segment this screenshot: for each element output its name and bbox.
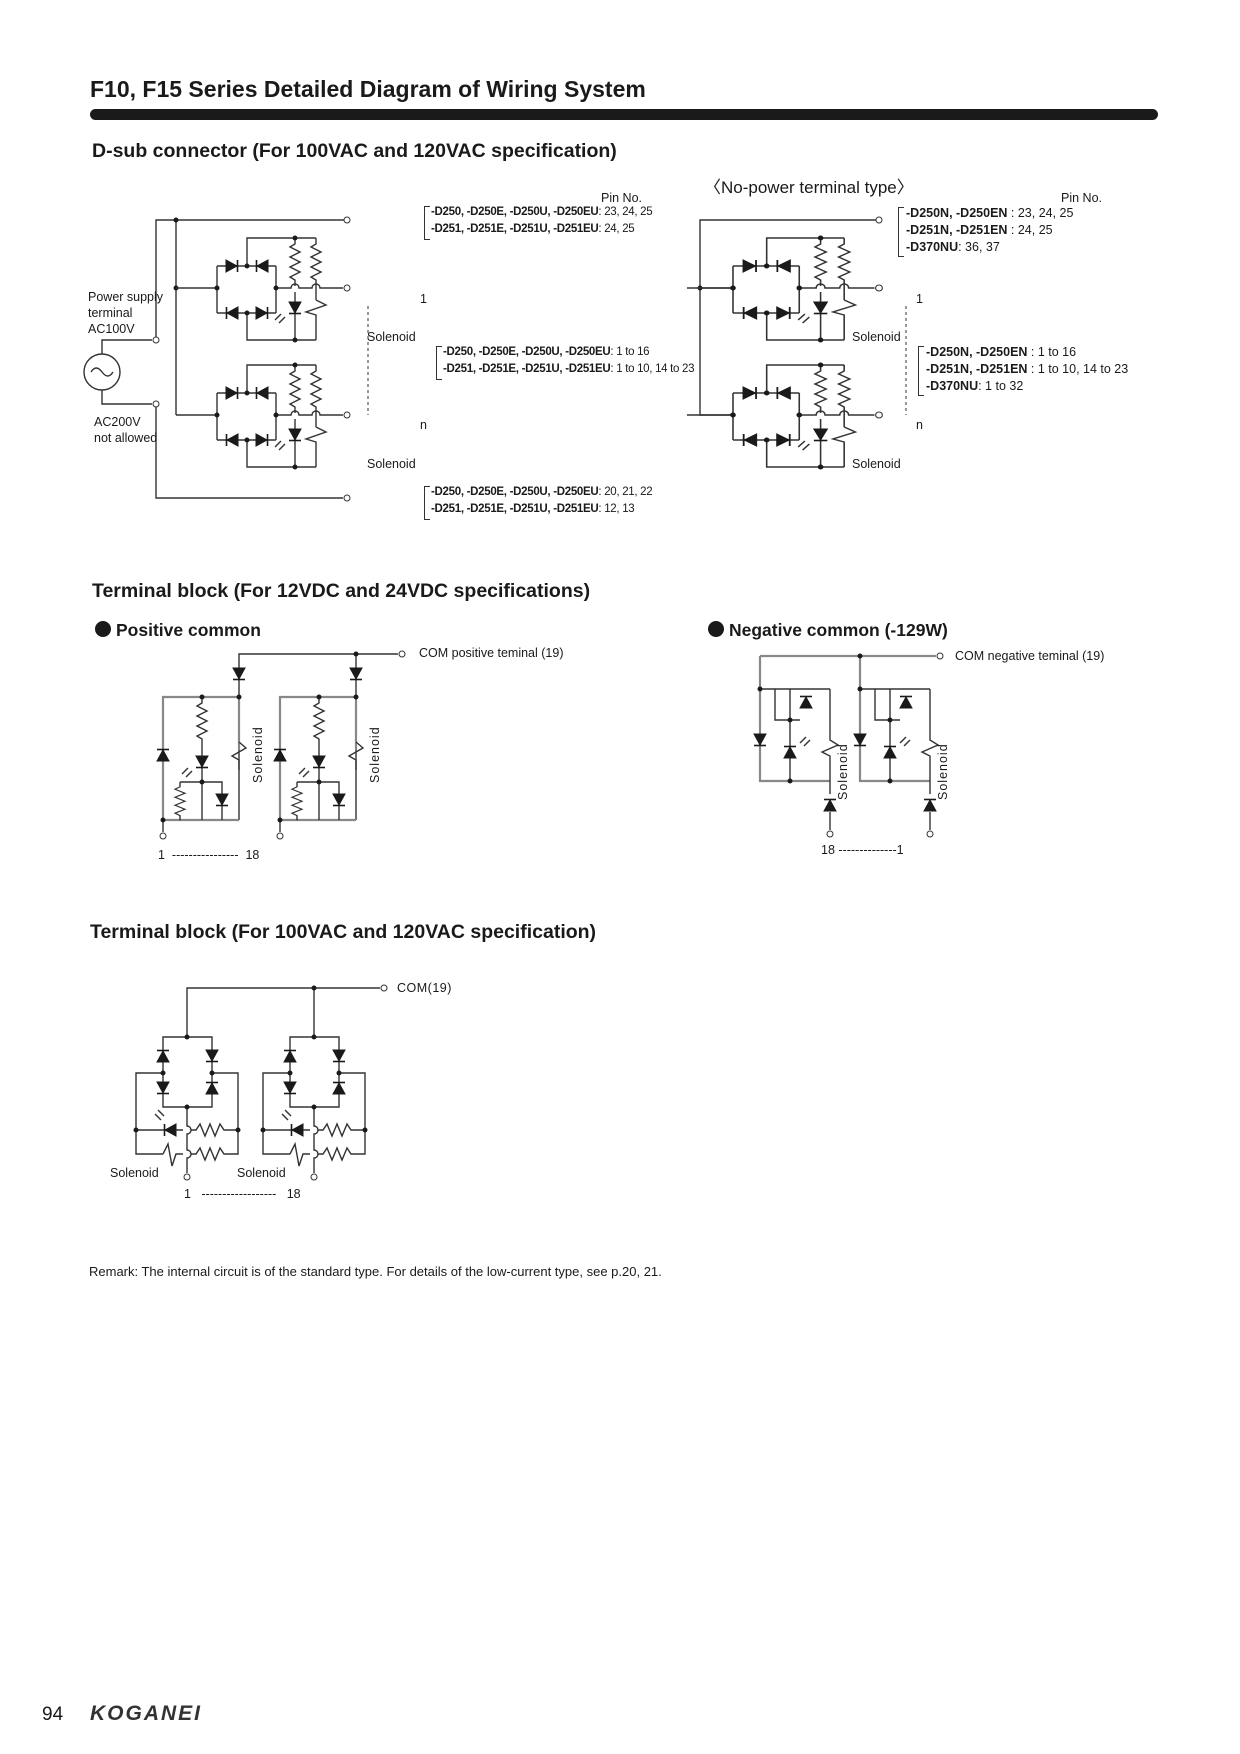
solenoid-label: Solenoid — [367, 330, 416, 344]
label-line: AC200V — [94, 415, 141, 429]
model-list: -D250, -D250E, -D250U, -D250EU — [431, 206, 599, 218]
range-dots: ------------------ — [201, 1187, 277, 1201]
pin-last: n — [916, 418, 923, 432]
range-dots: -------------- — [838, 843, 897, 857]
top-pins: -D250, -D250E, -D250U, -D250EU: 23, 24, … — [431, 204, 653, 238]
pin-list: : 23, 24, 25 — [1007, 206, 1074, 220]
label-line: not allowed — [94, 431, 158, 445]
solenoid-label: Solenoid — [936, 743, 950, 800]
solenoid-label: Solenoid — [852, 330, 901, 344]
range-start: 18 — [821, 843, 835, 857]
model-list: -D370NU — [906, 240, 959, 254]
positive-common-heading: Positive common — [95, 620, 261, 641]
pin-list: : 36, 37 — [958, 240, 1000, 254]
range-end: 1 — [896, 843, 904, 857]
pin-no-header: Pin No. — [1061, 191, 1102, 205]
no-power-mid-pins: -D250N, -D250EN : 1 to 16 -D251N, -D251E… — [926, 344, 1128, 395]
no-power-top-pins: -D250N, -D250EN : 23, 24, 25 -D251N, -D2… — [906, 205, 1073, 256]
ac200v-warning: AC200V not allowed — [94, 414, 157, 446]
solenoid-label: Solenoid — [251, 726, 265, 783]
remark: Remark: The internal circuit is of the s… — [89, 1264, 662, 1279]
bracket — [918, 346, 924, 396]
ac-block-heading: Terminal block (For 100VAC and 120VAC sp… — [90, 921, 597, 943]
model-list: -D251, -D251E, -D251U, -D251EU — [431, 503, 599, 515]
com-negative-label: COM negative teminal (19) — [955, 649, 1105, 663]
dsub-no-power-circuit — [687, 216, 907, 469]
koganei-logo: KOGANEI — [90, 1702, 203, 1725]
solenoid-label: Solenoid — [368, 726, 382, 783]
model-list: -D250, -D250E, -D250U, -D250EU — [431, 486, 599, 498]
terminal-range: 18 --------------1 — [821, 843, 904, 857]
pin-no-header: Pin No. — [601, 191, 642, 205]
model-list: -D251, -D251E, -D251U, -D251EU — [431, 223, 599, 235]
range-end: 18 — [245, 848, 260, 862]
dsub-circuit — [83, 216, 369, 502]
bracket — [424, 486, 430, 520]
pin-list: : 20, 21, 22 — [598, 486, 653, 498]
pin-list: : 1 to 16 — [610, 346, 650, 358]
terminal-range: 1 ---------------- 18 — [158, 848, 259, 862]
pin-list: : 1 to 16 — [1027, 345, 1077, 359]
page-number: 94 — [42, 1704, 64, 1725]
bottom-pins: -D250, -D250E, -D250U, -D250EU: 20, 21, … — [431, 484, 653, 518]
solenoid-unit — [176, 363, 350, 469]
title-divider — [90, 109, 1158, 120]
pin-list: : 24, 25 — [598, 223, 635, 235]
model-list: -D251N, -D251EN — [926, 362, 1028, 376]
model-list: -D250, -D250E, -D250U, -D250EU — [443, 346, 611, 358]
dc-block-heading: Terminal block (For 12VDC and 24VDC spec… — [92, 580, 591, 602]
pin-list: : 1 to 10, 14 to 23 — [1027, 362, 1129, 376]
model-list: -D250N, -D250EN — [906, 206, 1008, 220]
solenoid-unit — [176, 236, 350, 342]
bracket — [898, 207, 904, 257]
com-label: COM(19) — [397, 981, 452, 995]
terminal-range: 1 ------------------ 18 — [184, 1187, 301, 1201]
page-title: F10, F15 Series Detailed Diagram of Wiri… — [90, 76, 646, 102]
solenoid-label: Solenoid — [367, 457, 416, 471]
label-line: AC100V — [88, 322, 135, 336]
no-power-heading: 〈No-power terminal type〉 — [704, 178, 914, 197]
pin-list: : 12, 13 — [598, 503, 635, 515]
pin-list: : 1 to 10, 14 to 23 — [610, 363, 695, 375]
dsub-heading: D-sub connector (For 100VAC and 120VAC s… — [92, 140, 617, 162]
pin-list: : 24, 25 — [1007, 223, 1053, 237]
solenoid-label: Solenoid — [852, 457, 901, 471]
negative-common-heading: Negative common (-129W) — [708, 620, 948, 641]
com-positive-label: COM positive teminal (19) — [419, 646, 564, 660]
range-start: 1 — [184, 1187, 191, 1201]
solenoid-label: Solenoid — [836, 743, 850, 800]
range-dots: ---------------- — [171, 848, 239, 862]
bracket — [424, 206, 430, 240]
solenoid-unit — [687, 363, 882, 469]
solenoid-label: Solenoid — [237, 1166, 286, 1180]
pin-list: : 23, 24, 25 — [598, 206, 653, 218]
bullet-icon — [708, 621, 724, 637]
ac-terminal-circuit — [133, 984, 388, 1180]
model-list: -D250N, -D250EN — [926, 345, 1028, 359]
pin-first: 1 — [916, 292, 923, 306]
range-start: 1 — [158, 848, 165, 862]
solenoid-unit — [687, 236, 882, 342]
solenoid-label: Solenoid — [110, 1166, 159, 1180]
pin-first: 1 — [420, 292, 427, 306]
heading-text: Negative common (-129W) — [729, 620, 948, 640]
power-supply-label: Power supply terminal AC100V — [88, 289, 163, 337]
model-list: -D251N, -D251EN — [906, 223, 1008, 237]
bracket — [436, 346, 442, 380]
mid-pins: -D250, -D250E, -D250U, -D250EU: 1 to 16 … — [443, 344, 695, 378]
negative-common-circuit — [753, 652, 944, 837]
label-line: terminal — [88, 306, 133, 320]
heading-text: Positive common — [116, 620, 261, 640]
pin-last: n — [420, 418, 427, 432]
bullet-icon — [95, 621, 111, 637]
range-end: 18 — [286, 1187, 301, 1201]
label-line: Power supply — [88, 290, 164, 304]
model-list: -D370NU — [926, 379, 979, 393]
model-list: -D251, -D251E, -D251U, -D251EU — [443, 363, 611, 375]
positive-common-circuit — [156, 650, 406, 839]
pin-list: : 1 to 32 — [978, 379, 1024, 393]
